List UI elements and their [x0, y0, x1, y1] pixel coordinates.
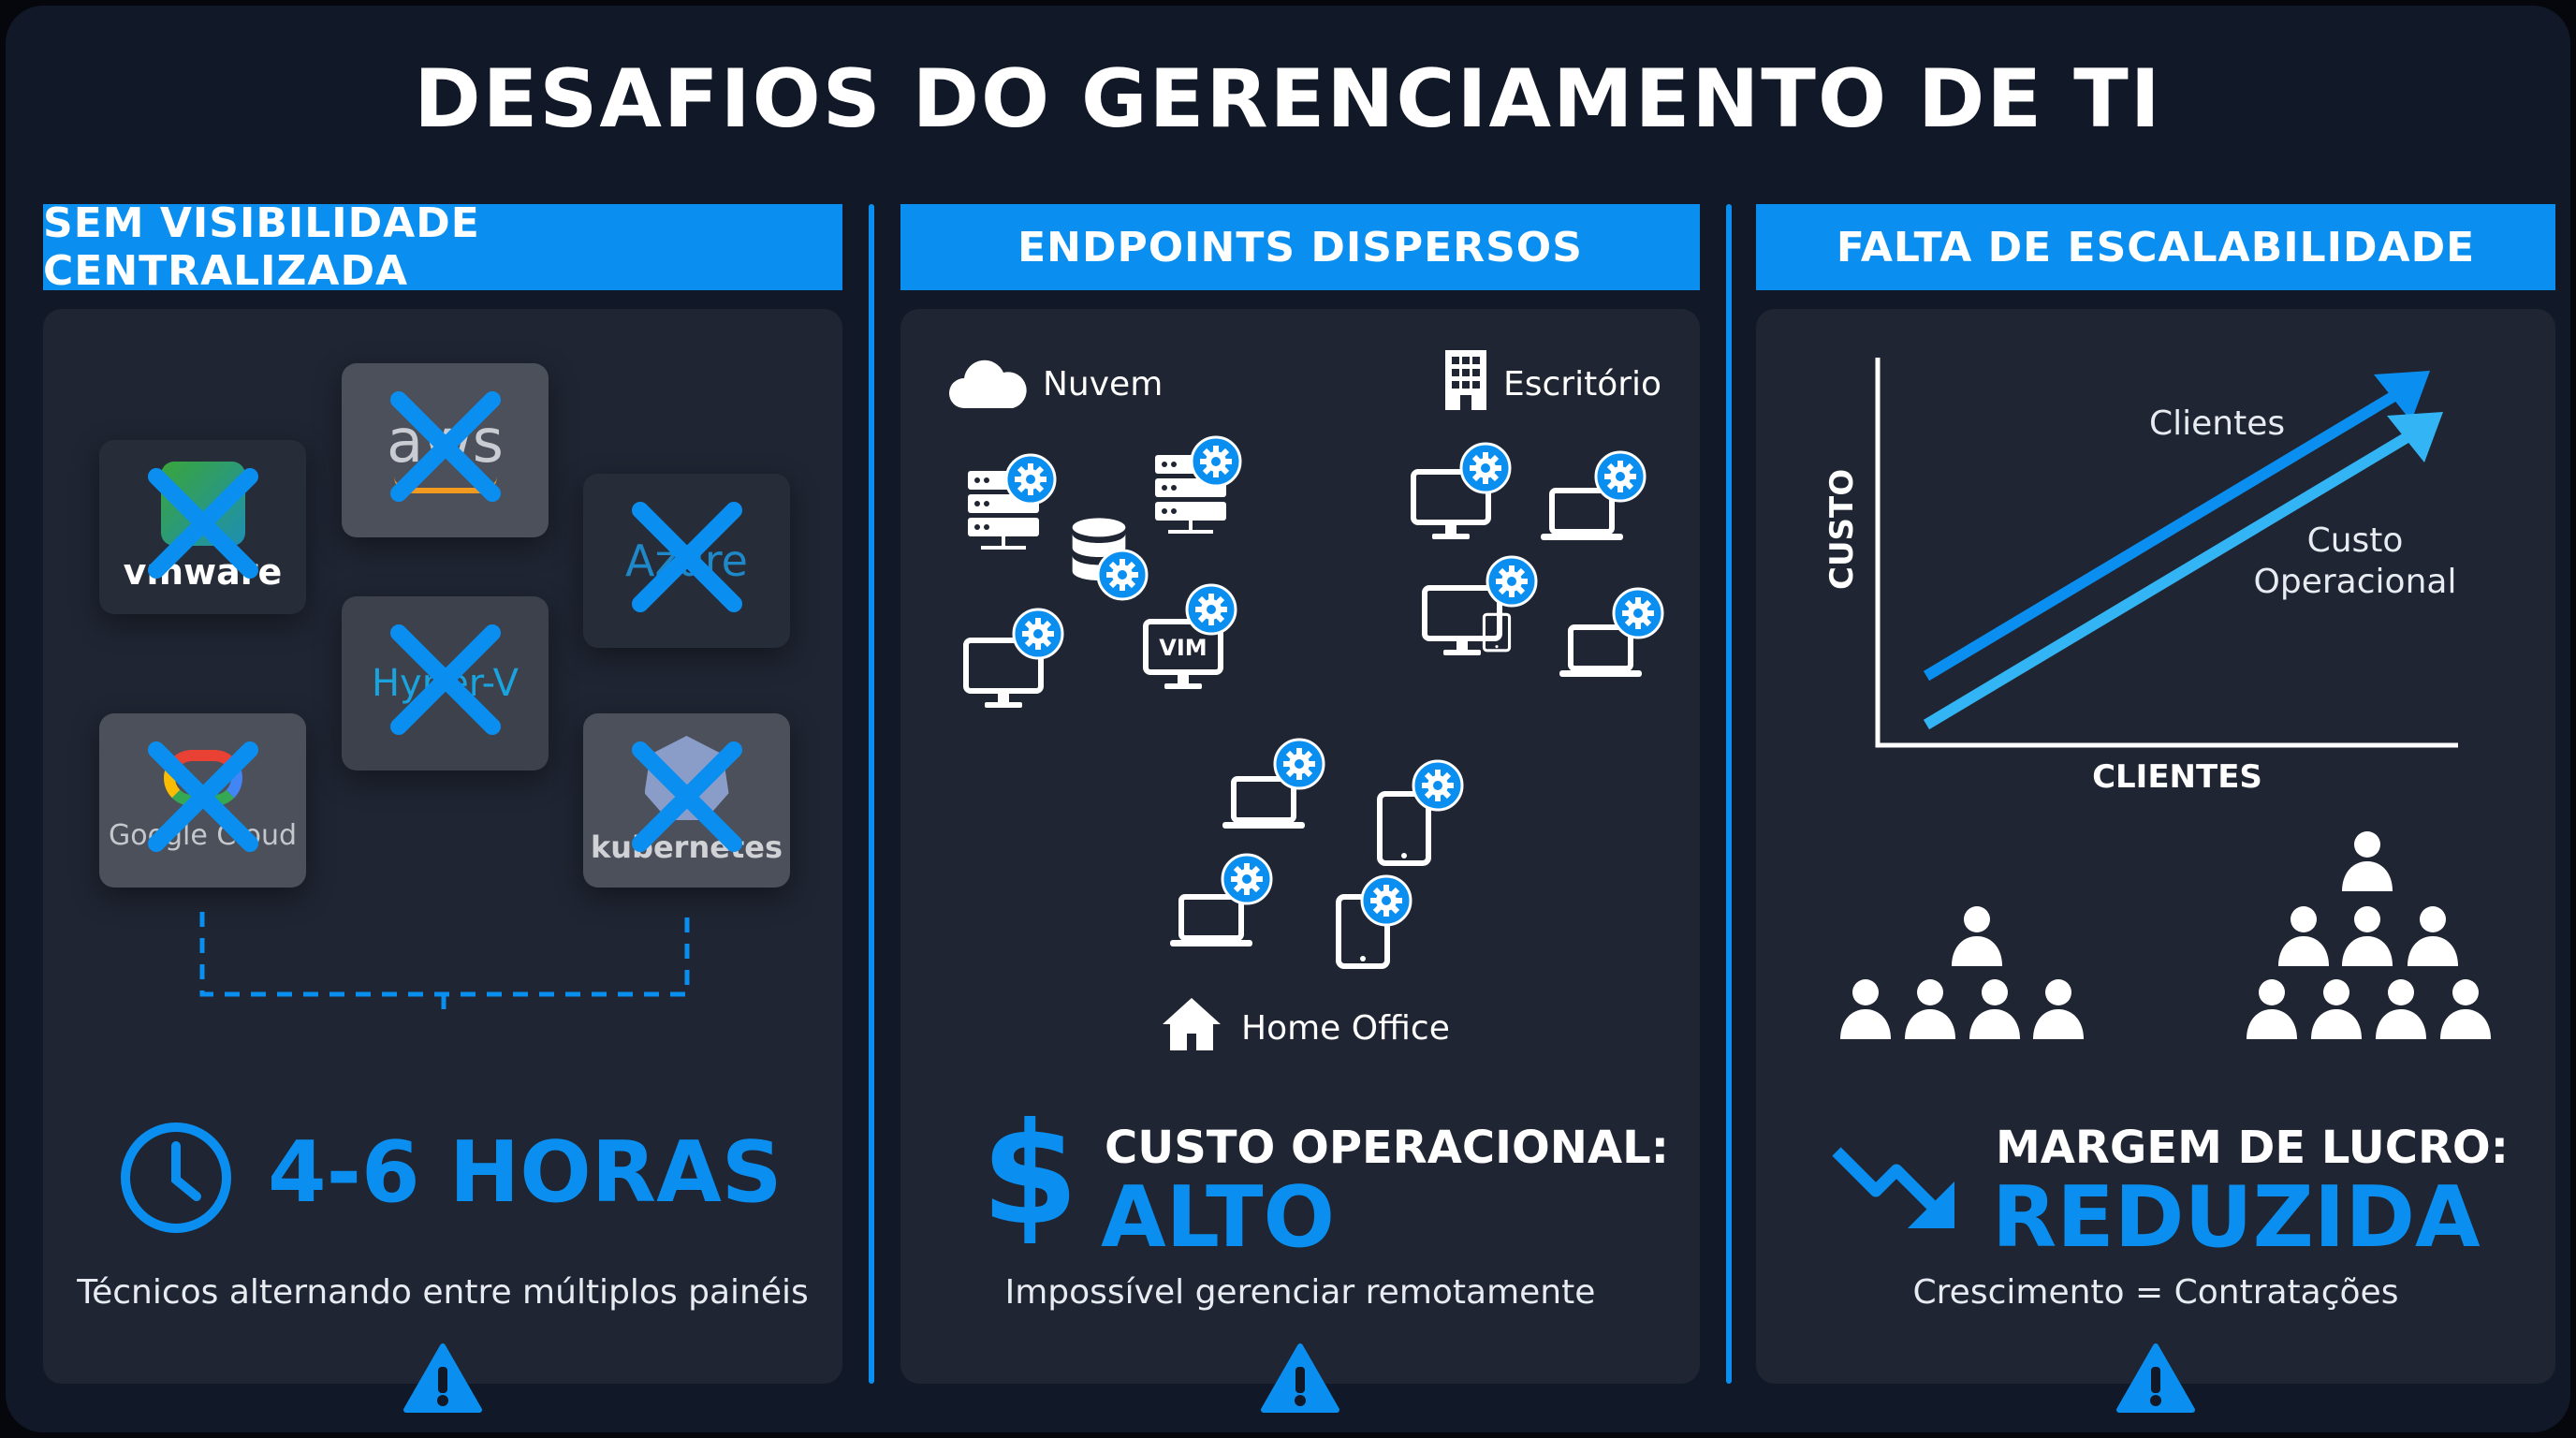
cloud-label: Nuvem	[1043, 365, 1164, 404]
person-icon	[2031, 977, 2086, 1039]
warning-icon	[402, 1343, 483, 1416]
x-mark-icon	[626, 736, 748, 858]
person-icon	[1950, 904, 2004, 966]
trend-down-icon	[1832, 1147, 1954, 1228]
panel-subtitle: Crescimento = Contratações	[1912, 1273, 2399, 1312]
gear-badge-icon	[1273, 738, 1325, 790]
infographic: DESAFIOS DO GERENCIAMENTO DE TI SEM VISI…	[6, 6, 2570, 1432]
warning-icon	[2115, 1343, 2196, 1416]
series-label-clientes: Clientes	[2149, 404, 2286, 443]
margin-stat: REDUZIDA	[1992, 1168, 2481, 1267]
home-office-label: Home Office	[1241, 1009, 1450, 1048]
cost-chart	[1875, 358, 2458, 748]
vmware-tile: vmware	[99, 440, 306, 614]
building-icon	[1445, 350, 1486, 410]
gear-badge-icon	[1221, 853, 1273, 905]
gear-badge-icon	[1190, 435, 1242, 488]
office-label: Escritório	[1503, 365, 1662, 404]
header-sem-visibilidade: SEM VISIBILIDADE CENTRALIZADA	[43, 199, 842, 295]
person-icon	[2340, 904, 2394, 966]
aws-smile-icon	[393, 477, 497, 493]
warning-icon	[1260, 1343, 1340, 1416]
header-falta-escalabilidade: FALTA DE ESCALABILIDADE	[1756, 204, 2555, 290]
home-icon	[1163, 998, 1221, 1050]
x-mark-icon	[385, 386, 506, 507]
google-cloud-label: Google Cloud	[108, 818, 298, 852]
aws-tile: aws	[342, 363, 549, 537]
person-icon	[2438, 977, 2493, 1039]
gear-badge-icon	[1612, 587, 1664, 639]
x-mark-icon	[385, 619, 506, 741]
person-icon	[2276, 904, 2331, 966]
x-axis-label: CLIENTES	[2092, 758, 2262, 796]
divider	[1726, 204, 1732, 1384]
cloud-icon	[949, 360, 1027, 408]
person-icon	[2309, 977, 2364, 1039]
panel-visibilidade: vmware aws Azure Hyper-V Google Cloud ku…	[43, 309, 842, 1384]
page-title: DESAFIOS DO GERENCIAMENTO DE TI	[414, 52, 2162, 146]
header-endpoints-dispersos: ENDPOINTS DISPERSOS	[900, 204, 1700, 290]
azure-tile: Azure	[583, 474, 790, 648]
panel-endpoints: Nuvem Escritório VIM Home Office $ CUSTO…	[900, 309, 1700, 1384]
gear-badge-icon	[1412, 759, 1464, 812]
gear-badge-icon	[1012, 608, 1064, 660]
panel-subtitle: Impossível gerenciar remotamente	[1004, 1273, 1596, 1312]
x-mark-icon	[142, 462, 264, 584]
series-custo-arrow	[1923, 412, 2443, 730]
google-cloud-tile: Google Cloud	[99, 713, 306, 888]
person-icon	[1968, 977, 2022, 1039]
chart-axes	[1875, 358, 2458, 748]
divider	[869, 204, 874, 1384]
kubernetes-tile: kubernetes	[583, 713, 790, 888]
person-icon	[2406, 904, 2460, 966]
kubernetes-label: kubernetes	[591, 829, 783, 865]
gear-badge-icon	[1096, 549, 1149, 601]
dollar-icon: $	[981, 1093, 1079, 1256]
clock-icon	[121, 1123, 231, 1233]
gear-badge-icon	[1459, 442, 1512, 494]
y-axis-label: CUSTO	[1823, 468, 1861, 590]
gear-badge-icon	[1185, 583, 1237, 636]
gear-badge-icon	[1594, 450, 1647, 503]
gear-badge-icon	[1486, 555, 1538, 608]
person-icon	[2340, 829, 2394, 891]
person-icon	[1903, 977, 1957, 1039]
phone-icon	[1473, 599, 1520, 665]
series-clientes-arrow	[1923, 371, 2430, 682]
hyperv-tile: Hyper-V	[342, 596, 549, 770]
stat-label: MARGEM DE LUCRO:	[1996, 1122, 2509, 1174]
x-mark-icon	[142, 736, 264, 858]
dashed-connector	[199, 912, 690, 1011]
time-stat: 4-6 HORAS	[268, 1123, 783, 1222]
cost-stat: ALTO	[1101, 1168, 1336, 1267]
person-icon	[1838, 977, 1893, 1039]
x-mark-icon	[626, 496, 748, 618]
gear-badge-icon	[1004, 453, 1057, 506]
person-icon	[2374, 977, 2428, 1039]
person-icon	[2245, 977, 2299, 1039]
panel-subtitle: Técnicos alternando entre múltiplos pain…	[77, 1273, 809, 1312]
vim-label: VIM	[1159, 635, 1208, 661]
stat-label: CUSTO OPERACIONAL:	[1105, 1122, 1669, 1174]
gear-badge-icon	[1360, 874, 1412, 927]
